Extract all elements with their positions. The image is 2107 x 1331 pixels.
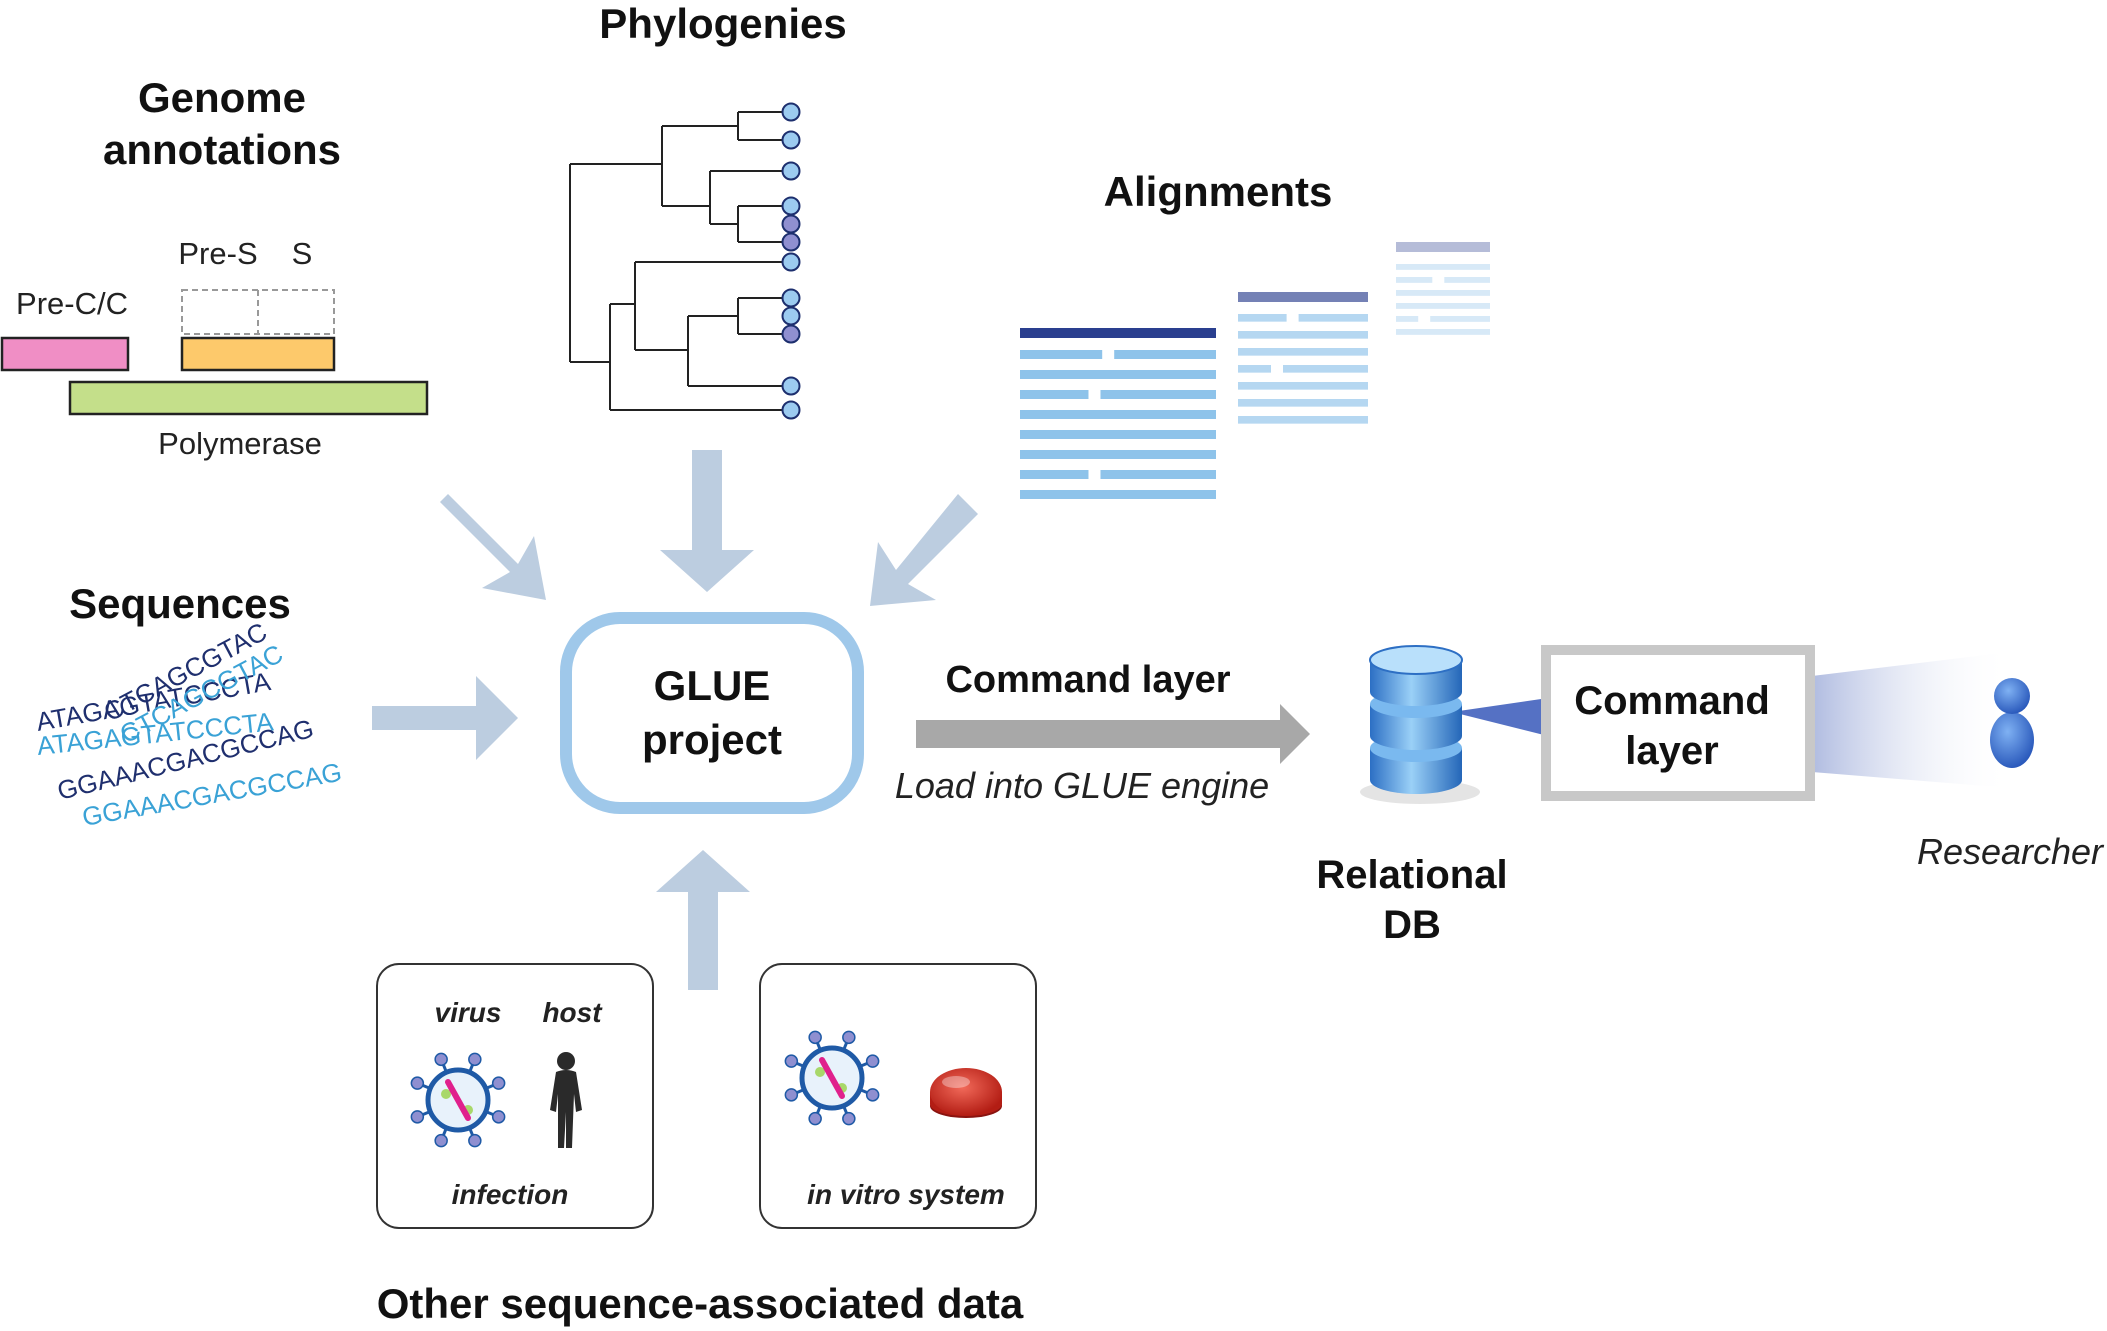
relational-db-label-line1: Relational — [1316, 853, 1507, 897]
alignment-header-bar — [1396, 242, 1490, 252]
in-vitro-panel — [759, 963, 1037, 1229]
relational-db-label-line2: DB — [1383, 903, 1441, 947]
alignment-row — [1396, 277, 1433, 283]
alignment-row — [1238, 331, 1368, 339]
arrow-from-other-data — [656, 850, 750, 990]
alignment-row — [1020, 390, 1089, 399]
arrow-from-annotations — [440, 494, 546, 600]
tree-leaf-node — [781, 102, 801, 122]
pre-s-s-gene-bar — [180, 336, 336, 372]
alignment-row — [1238, 382, 1368, 390]
polymerase-label: Polymerase — [158, 426, 322, 461]
genome-annotation-diagram: Pre-S S Pre-C/C Polymerase — [0, 236, 429, 461]
alignment-row — [1100, 390, 1216, 399]
in-vitro-label: in vitro system — [807, 1179, 1005, 1210]
inbound-arrows — [372, 450, 978, 990]
alignment-row — [1238, 416, 1368, 424]
tree-leaf-node — [781, 252, 801, 272]
alignment-row — [1396, 264, 1490, 270]
infection-label: infection — [452, 1179, 569, 1210]
arrow-from-sequences — [372, 676, 518, 760]
alignment-row — [1396, 329, 1490, 335]
alignment-row — [1238, 365, 1271, 373]
phylogeny-leaf-nodes — [781, 102, 801, 420]
tree-leaf-node — [781, 161, 801, 181]
alignment-row — [1020, 490, 1216, 499]
alignment-row — [1444, 277, 1490, 283]
command-layer-box[interactable] — [1541, 645, 1815, 801]
alignment-row — [1396, 290, 1490, 296]
arrow-from-phylogenies — [660, 450, 754, 592]
alignment-header-bar — [1020, 328, 1216, 338]
alignment-row — [1283, 365, 1368, 373]
alignment-row — [1020, 430, 1216, 439]
database-icon — [1360, 645, 1548, 804]
alignment-row — [1020, 370, 1216, 379]
glue-project-title-line1: GLUE — [654, 662, 771, 709]
tree-leaf-node — [781, 376, 801, 396]
glue-project-title-line2: project — [642, 716, 782, 763]
virus-icon — [410, 1052, 506, 1148]
alignment-panel-small — [1396, 242, 1490, 335]
alignment-row — [1020, 470, 1089, 479]
polymerase-gene-bar — [68, 380, 429, 416]
genome-annotations-title-line1: Genome — [138, 74, 306, 121]
alignment-panels — [1020, 242, 1490, 499]
pre-c-label: Pre-C/C — [16, 286, 128, 321]
pre-s-label: Pre-S — [178, 236, 257, 271]
command-layer-arrow-label: Command layer — [945, 659, 1230, 701]
petri-dish-icon — [930, 1068, 1002, 1118]
alignment-panel-medium — [1238, 292, 1368, 424]
genome-annotations-title-line2: annotations — [103, 126, 341, 173]
alignment-row — [1100, 470, 1216, 479]
tree-leaf-node — [781, 214, 801, 234]
tree-leaf-node — [781, 324, 801, 344]
other-data-title: Other sequence-associated data — [377, 1280, 1024, 1327]
alignment-row — [1396, 316, 1419, 322]
command-layer-box-line2: layer — [1625, 729, 1718, 773]
db-connector-wedge — [1452, 698, 1548, 736]
alignment-header-bar — [1238, 292, 1368, 302]
researcher-label: Researcher — [1917, 831, 2105, 872]
phylogeny-tree — [569, 111, 790, 411]
infection-panel — [376, 963, 654, 1229]
tree-leaf-node — [781, 232, 801, 252]
tree-leaf-node — [781, 400, 801, 420]
alignment-row — [1020, 350, 1103, 359]
tree-leaf-node — [781, 196, 801, 216]
s-label: S — [292, 236, 313, 271]
alignment-row — [1020, 450, 1216, 459]
alignment-row — [1238, 399, 1368, 407]
alignment-row — [1020, 410, 1216, 419]
researcher-beam — [1812, 652, 2010, 788]
tree-leaf-node — [781, 306, 801, 326]
virus-label: virus — [435, 997, 502, 1028]
command-layer-box-line1: Command — [1574, 679, 1770, 723]
load-into-glue-label: Load into GLUE engine — [895, 765, 1269, 806]
alignment-row — [1298, 314, 1368, 322]
human-host-icon — [550, 1052, 582, 1148]
tree-leaf-node — [781, 130, 801, 150]
host-label: host — [542, 997, 603, 1028]
alignment-panel-large — [1020, 328, 1216, 499]
phylogenies-title: Phylogenies — [599, 0, 846, 47]
researcher-icon — [1990, 678, 2034, 768]
alignment-row — [1238, 348, 1368, 356]
load-arrow — [916, 704, 1310, 764]
alignment-row — [1396, 303, 1490, 309]
pre-c-gene-bar — [0, 336, 130, 372]
sequences-title: Sequences — [69, 580, 291, 627]
arrow-from-alignments — [870, 494, 978, 606]
alignment-row — [1238, 314, 1287, 322]
tree-leaf-node — [781, 288, 801, 308]
alignment-row — [1430, 316, 1490, 322]
alignments-title: Alignments — [1104, 168, 1333, 215]
sequence-text-cluster: ATAGAGTATCCCTA ATAGAGTATCCCTA GGAAACGACG… — [34, 616, 344, 832]
alignment-row — [1114, 350, 1216, 359]
glue-project-box[interactable] — [560, 612, 864, 814]
virus-icon — [784, 1030, 880, 1126]
